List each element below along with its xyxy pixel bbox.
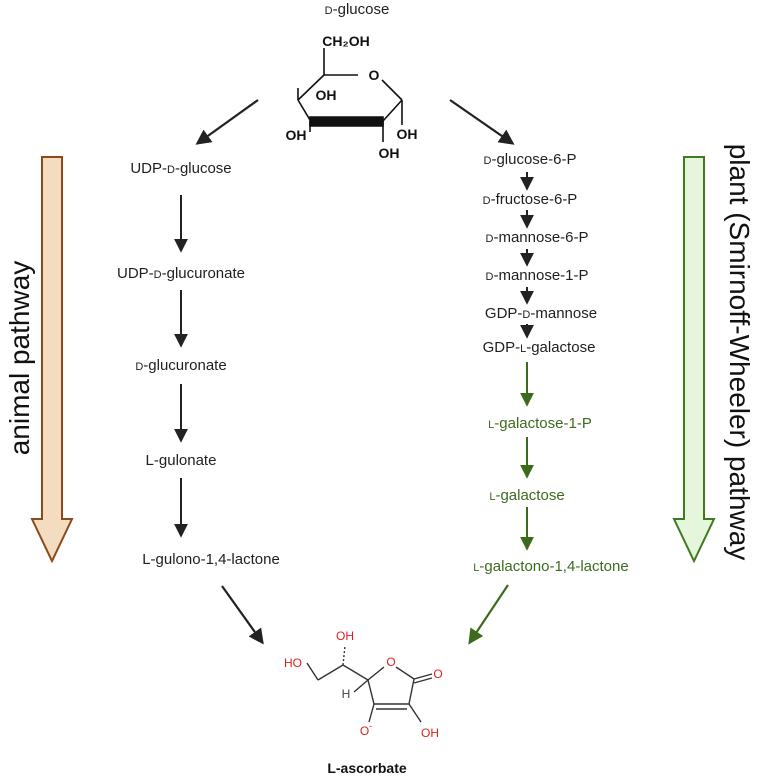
glucose-oh-4: OH xyxy=(397,126,418,142)
arrow-to-animal xyxy=(195,99,259,145)
plant-step-l-galactose-1-p: L-galactose-1-P xyxy=(488,415,592,432)
plant-step-gdp-l-galactose: GDP-L-galactose xyxy=(483,339,596,356)
top-label-d-glucose: D-glucose xyxy=(325,1,390,18)
ascorbate-oh-top: OH xyxy=(336,629,354,643)
plant-step-d-mannose-1-p: D-mannose-1-P xyxy=(486,267,589,284)
glucose-oh-2: OH xyxy=(286,127,307,143)
ascorbate-oh-bottom: OH xyxy=(421,726,439,740)
animal-pathway-arrow xyxy=(30,156,74,564)
animal-step-l-gulono-lactone: L-gulono-1,4-lactone xyxy=(142,551,280,568)
animal-step-udp-d-glucuronate: UDP-D-glucuronate xyxy=(117,265,245,282)
glucose-structure xyxy=(297,48,403,142)
animal-pathway-label: animal pathway xyxy=(4,261,35,456)
plant-step-d-fructose-6-p: D-fructose-6-P xyxy=(483,191,578,208)
product-label: L-ascorbate xyxy=(327,760,407,776)
glucose-oh-1: OH xyxy=(316,87,337,103)
plant-pathway-arrow xyxy=(672,156,716,564)
plant-arrows-green xyxy=(468,362,534,645)
plant-step-gdp-d-mannose: GDP-D-mannose xyxy=(485,305,597,322)
ascorbate-carbonyl-o: O xyxy=(433,667,442,681)
animal-step-l-gulonate: L-gulonate xyxy=(146,452,217,469)
glucose-oh-3: OH xyxy=(379,145,400,161)
plant-step-d-glucose-6-p: D-glucose-6-P xyxy=(484,151,577,168)
ascorbate-ring-o: O xyxy=(386,655,395,669)
plant-step-d-mannose-6-p: D-mannose-6-P xyxy=(486,229,589,246)
glucose-ring-o: O xyxy=(369,67,380,83)
plant-step-l-galactose: L-galactose xyxy=(489,487,564,504)
ascorbate-o-minus: O- xyxy=(360,721,372,738)
arrow-to-plant xyxy=(449,99,515,145)
glucose-ch2oh: CH₂OH xyxy=(322,33,369,49)
animal-steps: UDP-D-glucose UDP-D-glucuronate D-glucur… xyxy=(117,160,280,568)
plant-step-l-galactono-lactone: L-galactono-1,4-lactone xyxy=(473,558,628,575)
plant-steps: D-glucose-6-P D-fructose-6-P D-mannose-6… xyxy=(473,151,628,575)
ascorbate-ho-left: HO xyxy=(284,656,302,670)
animal-step-d-glucuronate: D-glucuronate xyxy=(135,357,226,374)
ascorbate-structure xyxy=(306,645,433,723)
animal-step-udp-d-glucose: UDP-D-glucose xyxy=(130,160,231,177)
ascorbate-h: H xyxy=(342,687,351,701)
plant-pathway-label: plant (Smirnoff-Wheeler) pathway xyxy=(724,144,755,561)
animal-arrows xyxy=(174,195,264,645)
